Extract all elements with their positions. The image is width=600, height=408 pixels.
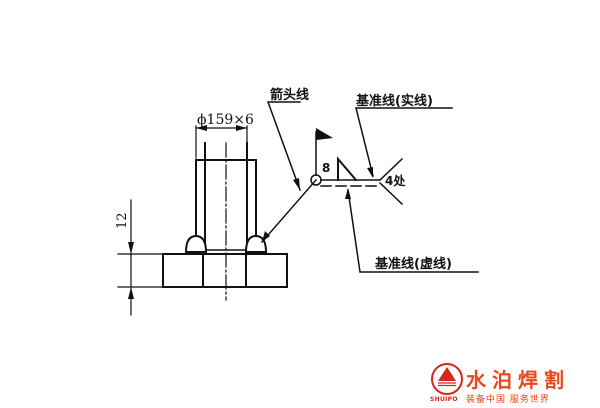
weld-bead-left: [184, 234, 208, 253]
brand-en-name: SHUIPO: [430, 396, 458, 403]
field-weld-flag: [316, 128, 333, 140]
solid-reference-label: 基准线(实线): [355, 93, 433, 109]
dashed-leader: [347, 189, 479, 273]
arrow-line: [260, 178, 318, 244]
height-text: 12: [115, 212, 130, 229]
solid-leader: [355, 107, 453, 177]
dashed-reference-label: 基准线(虚线): [374, 256, 452, 272]
tail-upper: [378, 157, 404, 182]
arrow-leader: [266, 101, 301, 191]
diameter-text: ϕ159×6: [197, 112, 254, 128]
weld-size-text: 8: [322, 161, 330, 175]
tail-lower: [378, 181, 404, 206]
base-plate: [162, 253, 288, 288]
fillet-weld-symbol: [337, 156, 358, 182]
weld-count-text: 4处: [385, 173, 406, 188]
brand-name: 水泊焊割: [466, 368, 570, 392]
brand-logo: SHUIPO 水泊焊割 装备中国 服务世界: [430, 362, 600, 408]
arrow-line-label: 箭头线: [270, 87, 309, 103]
weld-bead-right: [244, 234, 268, 253]
brand-slogan: 装备中国 服务世界: [466, 395, 550, 405]
shuipo-emblem-icon: [431, 363, 463, 395]
